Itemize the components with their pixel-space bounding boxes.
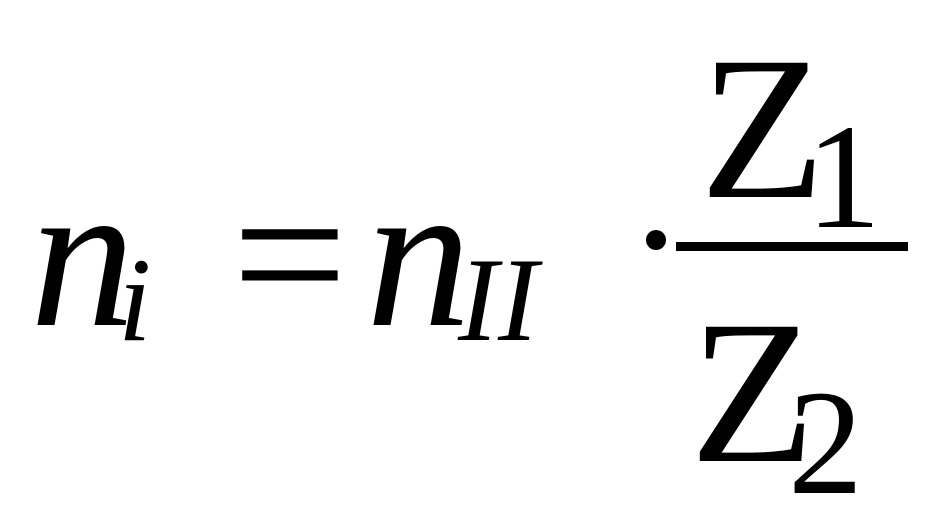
rhs-symbol: n xyxy=(366,139,471,371)
rhs-subscript: II xyxy=(458,233,538,366)
lhs-subscript: i xyxy=(118,233,152,366)
denominator-subscript: 2 xyxy=(788,360,863,526)
numerator-symbol: Z xyxy=(700,15,826,242)
fraction-bar xyxy=(676,242,908,251)
lhs-symbol: n xyxy=(30,139,135,371)
dot-operator-icon xyxy=(646,230,666,250)
denominator-symbol: Z xyxy=(690,279,816,506)
equals-sign: = xyxy=(232,141,348,368)
numerator-subscript: 1 xyxy=(806,94,881,260)
